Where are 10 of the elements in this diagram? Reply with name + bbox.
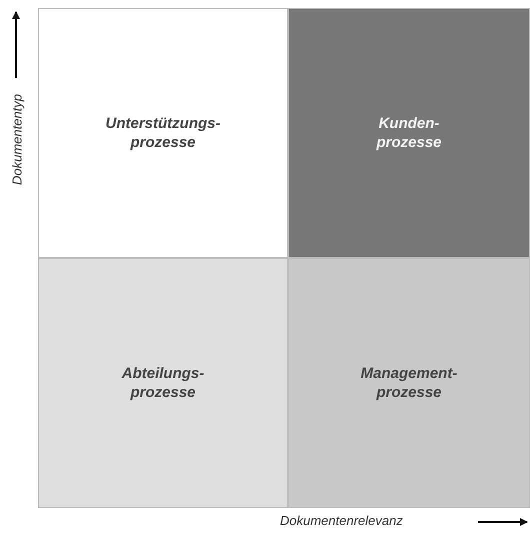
- quadrant-box: [38, 8, 288, 258]
- quadrant-box: [288, 258, 530, 508]
- quadrant-label: Unterstützungs- prozesse: [106, 114, 220, 152]
- axis-label: Dokumententyp: [10, 92, 24, 188]
- quadrant-label: Kunden- prozesse: [376, 114, 442, 152]
- quadrant-label: Management- prozesse: [360, 364, 458, 402]
- quadrant-label: Abteilungs- prozesse: [122, 364, 204, 402]
- quadrant-box: [288, 8, 530, 258]
- quadrant-box: [38, 258, 288, 508]
- axis-label: Dokumentenrelevanz: [280, 513, 403, 528]
